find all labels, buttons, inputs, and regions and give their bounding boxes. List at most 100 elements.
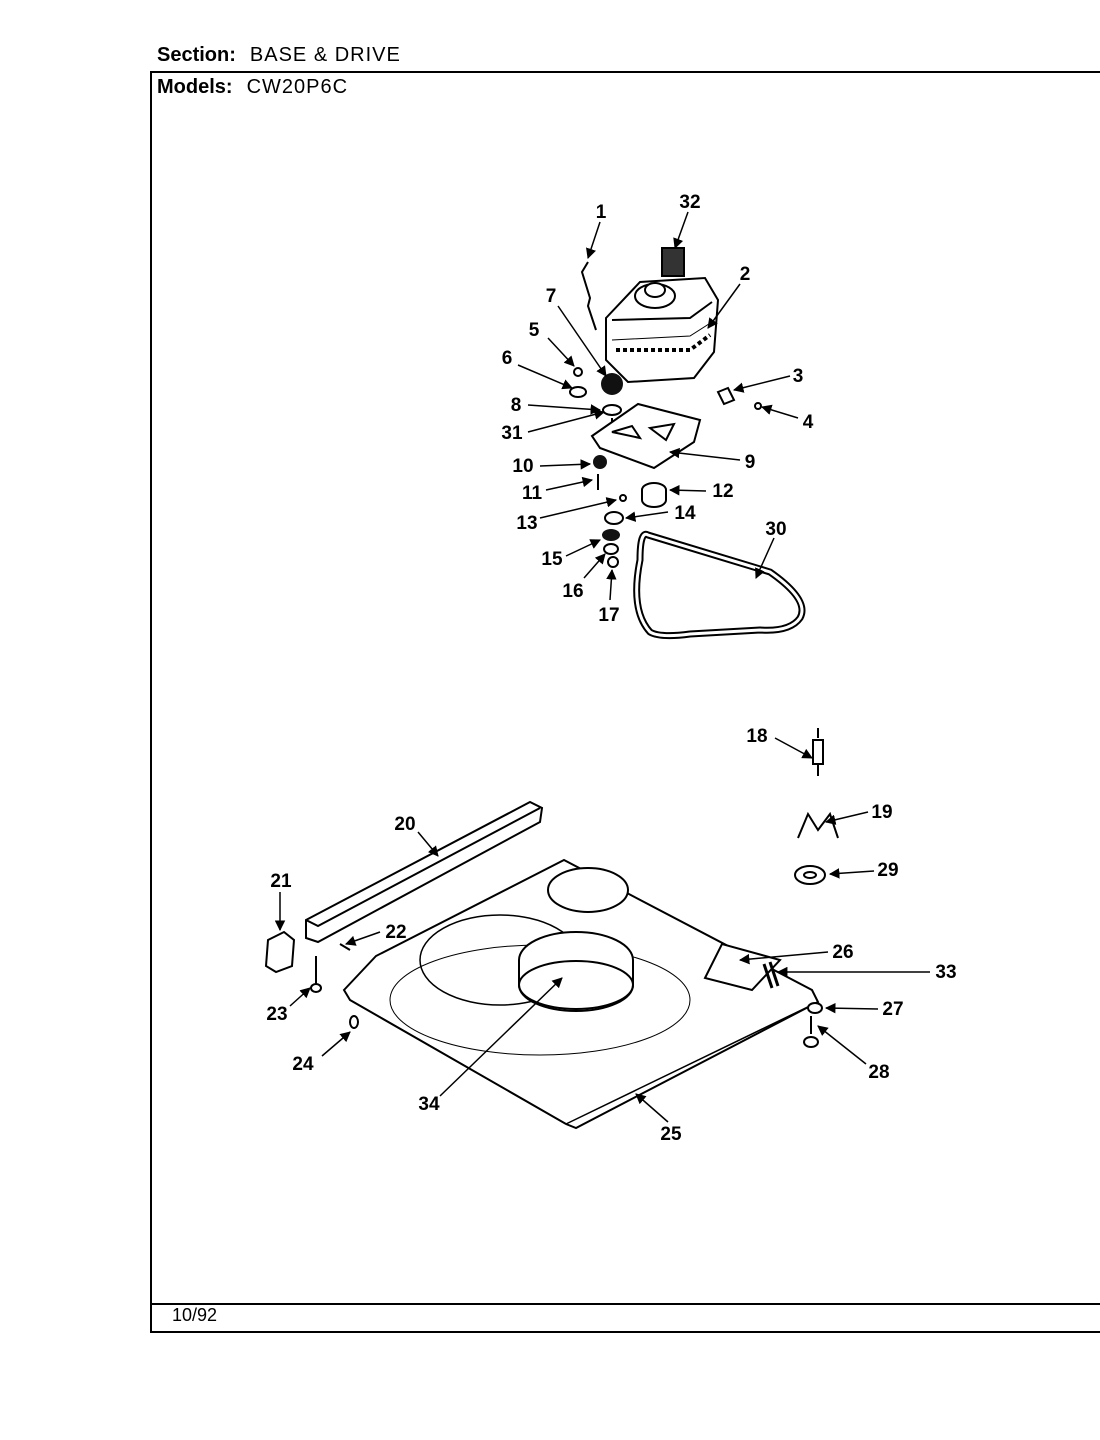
leader-26 xyxy=(738,951,829,965)
callout-8: 8 xyxy=(511,395,522,416)
leader-9 xyxy=(668,447,741,461)
leader-19 xyxy=(824,811,869,825)
leader-30 xyxy=(755,537,775,579)
callout-15: 15 xyxy=(541,549,563,570)
callout-16: 16 xyxy=(562,581,583,602)
screw-22 xyxy=(339,943,351,951)
leader-5 xyxy=(547,337,575,367)
leader-31 xyxy=(527,409,606,433)
models-heading: Models:CW20P6C xyxy=(157,76,348,99)
clip-19 xyxy=(797,811,839,839)
callout-26: 26 xyxy=(832,942,853,963)
callout-12: 12 xyxy=(712,481,733,502)
diagram-frame xyxy=(150,71,1100,1333)
footer-divider xyxy=(150,1303,1100,1305)
callout-22: 22 xyxy=(385,922,406,943)
leader-2 xyxy=(707,283,741,329)
leader-20 xyxy=(417,831,439,857)
leader-7 xyxy=(557,305,607,377)
tub-ring xyxy=(518,931,634,1012)
section-label: Section: xyxy=(157,44,236,66)
motor-pulley xyxy=(601,373,623,395)
screw-24 xyxy=(349,1015,359,1029)
callout-13: 13 xyxy=(516,513,537,534)
callout-23: 23 xyxy=(266,1004,287,1025)
leader-11 xyxy=(545,476,594,491)
callout-17: 17 xyxy=(598,605,619,626)
callout-3: 3 xyxy=(793,366,804,387)
bolt-23 xyxy=(310,956,322,993)
callout-21: 21 xyxy=(270,871,292,892)
leader-3 xyxy=(732,375,791,393)
leg-28 xyxy=(803,1016,819,1048)
screw-5 xyxy=(573,367,583,377)
motor xyxy=(605,247,720,384)
leader-23 xyxy=(289,987,311,1007)
leader-29 xyxy=(828,868,875,879)
callout-20: 20 xyxy=(394,814,415,835)
leader-18 xyxy=(774,737,813,759)
callout-24: 24 xyxy=(292,1054,314,1075)
section-heading: Section: BASE & DRIVE xyxy=(157,44,401,67)
washer-16 xyxy=(603,543,619,555)
leader-24 xyxy=(321,1031,351,1057)
models-label: Models: xyxy=(157,76,233,98)
leader-27 xyxy=(824,1002,879,1014)
leader-28 xyxy=(817,1025,867,1065)
leader-34 xyxy=(439,977,563,1097)
callout-27: 27 xyxy=(882,999,903,1020)
leader-15 xyxy=(565,539,601,557)
leader-lines xyxy=(274,211,930,1123)
leader-13 xyxy=(539,497,618,519)
callout-28: 28 xyxy=(868,1062,889,1083)
callout-2: 2 xyxy=(740,264,751,285)
drive-belt xyxy=(633,530,806,640)
leader-22 xyxy=(345,931,381,946)
bracket-26 xyxy=(703,942,782,992)
leader-6 xyxy=(517,364,573,390)
leader-4 xyxy=(760,404,799,419)
rear-opening xyxy=(547,867,629,913)
washer-8 xyxy=(602,404,622,416)
leader-1 xyxy=(586,221,601,259)
part-13 xyxy=(619,494,627,502)
pad-33 xyxy=(762,961,780,989)
callout-labels: 1 2 3 4 5 6 7 8 9 10 11 12 13 14 15 16 1… xyxy=(266,192,956,1145)
callout-18: 18 xyxy=(746,726,767,747)
nut-27 xyxy=(807,1002,823,1014)
leader-17 xyxy=(606,568,617,601)
leader-10 xyxy=(539,459,592,470)
motor-bracket-clip xyxy=(716,386,736,406)
callout-29: 29 xyxy=(877,860,898,881)
callout-4: 4 xyxy=(803,412,814,433)
callout-11: 11 xyxy=(522,483,543,504)
callout-5: 5 xyxy=(529,320,540,341)
nut-14 xyxy=(604,511,624,525)
section-value: BASE & DRIVE xyxy=(249,44,401,66)
spring-18 xyxy=(812,728,824,776)
callout-25: 25 xyxy=(660,1124,682,1145)
callout-14: 14 xyxy=(674,503,696,524)
grommet-15 xyxy=(602,529,620,541)
callout-1: 1 xyxy=(596,202,607,223)
leader-32 xyxy=(673,211,689,249)
callout-31: 31 xyxy=(501,423,523,444)
washer-6 xyxy=(569,386,587,398)
callout-9: 9 xyxy=(745,452,756,473)
nut-17 xyxy=(607,556,619,568)
leader-12 xyxy=(668,485,707,496)
support-rail xyxy=(305,800,544,944)
leader-14 xyxy=(624,511,669,522)
callout-10: 10 xyxy=(512,456,533,477)
callout-33: 33 xyxy=(935,962,956,983)
grommet-10 xyxy=(593,455,607,469)
leader-16 xyxy=(583,553,606,579)
leader-25 xyxy=(635,1093,669,1123)
callout-32: 32 xyxy=(679,192,700,213)
drive-pulley xyxy=(641,482,667,508)
footer-date: 10/92 xyxy=(172,1305,218,1325)
callout-7: 7 xyxy=(546,286,557,307)
wire-clip xyxy=(580,261,597,331)
callout-6: 6 xyxy=(502,348,513,369)
